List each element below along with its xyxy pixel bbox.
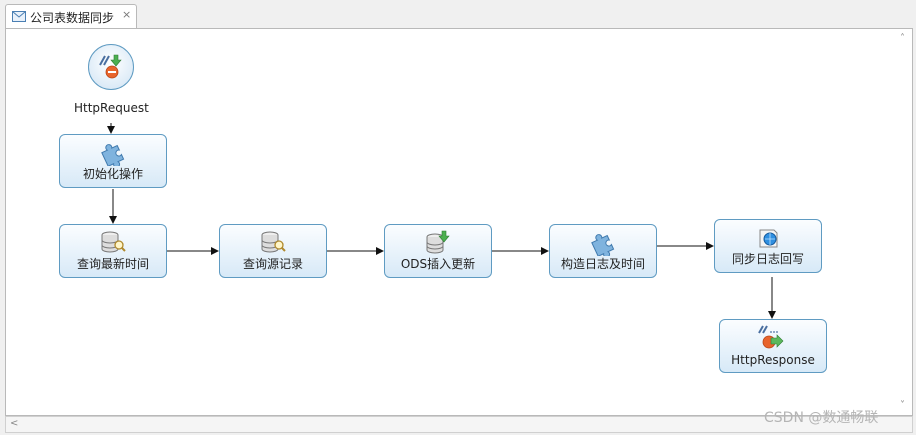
node-label: 初始化操作 [82, 167, 143, 181]
http-response-node[interactable]: HttpResponse [719, 319, 827, 373]
scroll-up-arrow-icon[interactable]: ˄ [900, 33, 905, 44]
watermark: CSDN @数通畅联 [764, 410, 879, 426]
node-label: 同步日志回写 [731, 252, 804, 266]
database-search-icon [101, 231, 126, 253]
flow-edges [107, 123, 776, 319]
query-latest-time-node[interactable]: 查询最新时间 [59, 224, 167, 278]
puzzle-icon [591, 234, 615, 256]
editor-tab-bar: 公司表数据同步 × [0, 0, 916, 28]
tab-title: 公司表数据同步 [30, 11, 115, 25]
init-operation-node[interactable]: 初始化操作 [59, 134, 167, 188]
database-insert-icon [426, 230, 450, 254]
http-request-icon [99, 54, 122, 79]
tab-company-table-sync[interactable]: 公司表数据同步 × [5, 4, 137, 28]
web-service-icon [759, 229, 778, 248]
mail-flow-icon [12, 11, 26, 22]
database-search-icon [261, 231, 286, 253]
ods-insert-update-node[interactable]: ODS插入更新 [384, 224, 492, 278]
flow-canvas[interactable]: HttpRequest 初始化操作 查询最新时间 查询源记录 [5, 28, 913, 416]
http-request-node[interactable] [88, 44, 134, 90]
horizontal-scrollbar[interactable]: < [5, 416, 913, 433]
scroll-left-arrow-icon[interactable]: < [10, 418, 19, 429]
node-label: 查询最新时间 [76, 257, 149, 271]
node-label: HttpResponse [731, 353, 815, 367]
sync-log-writeback-node[interactable]: 同步日志回写 [714, 219, 822, 273]
build-log-time-node[interactable]: 构造日志及时间 [549, 224, 657, 278]
puzzle-icon [101, 144, 125, 166]
node-label: 构造日志及时间 [560, 257, 645, 271]
http-request-label: HttpRequest [74, 101, 149, 115]
close-icon[interactable]: × [122, 8, 132, 21]
node-label: ODS插入更新 [400, 257, 476, 271]
query-source-records-node[interactable]: 查询源记录 [219, 224, 327, 278]
scroll-down-arrow-icon[interactable]: ˅ [900, 400, 905, 411]
http-response-icon [758, 325, 784, 349]
node-label: 查询源记录 [242, 257, 303, 271]
